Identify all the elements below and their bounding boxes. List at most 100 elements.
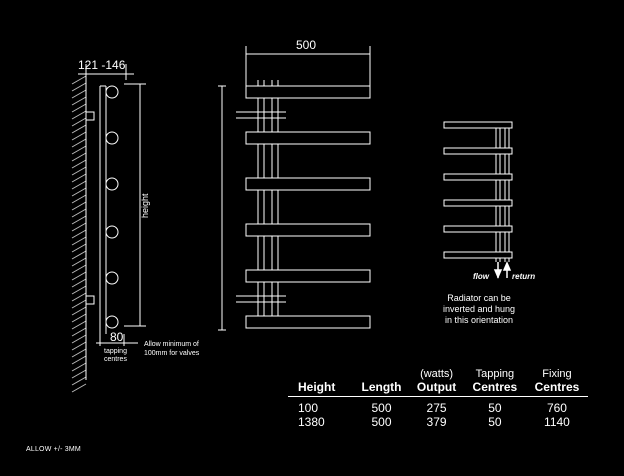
- hatch-line: [71, 369, 87, 379]
- hatch-line: [71, 334, 87, 344]
- depth-label: 121 -146: [78, 58, 126, 72]
- height-label: height: [140, 193, 150, 218]
- small-towel-bar: [443, 147, 513, 155]
- small-towel-bar: [443, 199, 513, 207]
- hatch-line: [71, 383, 87, 393]
- hatch-line: [71, 264, 87, 274]
- hatch-line: [71, 89, 87, 99]
- hatch-line: [71, 187, 87, 197]
- table-cell: 379: [426, 415, 447, 429]
- hatch-line: [71, 215, 87, 225]
- small-towel-bar: [443, 173, 513, 181]
- hatch-line: [71, 124, 87, 134]
- table-cell: 50: [488, 401, 502, 415]
- tapping-caption-2: centres: [104, 356, 127, 363]
- hatch-line: [71, 180, 87, 190]
- hatch-line: [71, 75, 87, 85]
- hatch-line: [71, 362, 87, 372]
- towel-bar: [245, 223, 371, 237]
- hatch-line: [71, 82, 87, 92]
- tapping-value: 80: [110, 330, 124, 344]
- hatch-line: [71, 229, 87, 239]
- hatch-line: [71, 327, 87, 337]
- table-cell: 1380: [298, 415, 325, 429]
- hatch-line: [71, 96, 87, 106]
- small-towel-bar: [443, 251, 513, 259]
- hatch-line: [71, 348, 87, 358]
- towel-bar: [245, 85, 371, 99]
- valve-note-line-2: 100mm for valves: [144, 350, 200, 357]
- tolerance-note: ALLOW +/- 3MM: [26, 446, 81, 453]
- orientation-note-1: Radiator can be: [447, 293, 511, 303]
- hatch-line: [71, 271, 87, 281]
- hatch-line: [71, 285, 87, 295]
- hatch-line: [71, 306, 87, 316]
- table-cell: 760: [546, 401, 567, 415]
- hatch-line: [71, 250, 87, 260]
- flow-return-arrows: [493, 261, 512, 279]
- inverted-view: flow return Radiator can be inverted and…: [443, 121, 535, 325]
- return-label: return: [512, 272, 535, 281]
- hatch-line: [71, 103, 87, 113]
- width-label: 500: [296, 38, 316, 52]
- hatch-line: [71, 173, 87, 183]
- bar-end-circle: [105, 271, 119, 285]
- small-towel-bar: [443, 121, 513, 129]
- front-pipes: [257, 80, 279, 322]
- table-divider: [288, 396, 588, 401]
- wall-hatch: [71, 75, 87, 393]
- front-view: 500: [218, 38, 371, 331]
- hatch-line: [71, 152, 87, 162]
- table-cell: 100: [298, 401, 319, 415]
- hatch-line: [71, 243, 87, 253]
- bracket-top: [85, 111, 95, 121]
- hatch-line: [71, 355, 87, 365]
- hatch-line: [71, 376, 87, 386]
- table-cell: 500: [371, 415, 392, 429]
- hatch-line: [71, 236, 87, 246]
- hatch-line: [71, 313, 87, 323]
- front-bars: [245, 85, 371, 329]
- orientation-note-3: in this orientation: [445, 315, 513, 325]
- table-cell: 1140: [544, 415, 570, 429]
- hatch-line: [71, 145, 87, 155]
- hatch-line: [71, 131, 87, 141]
- towel-bar: [245, 315, 371, 329]
- hatch-line: [71, 166, 87, 176]
- table-row: 100 500 275 50 760: [288, 401, 588, 415]
- hatch-line: [71, 320, 87, 330]
- orientation-note-2: inverted and hung: [443, 304, 515, 314]
- hatch-line: [71, 194, 87, 204]
- table-cell: 275: [426, 401, 447, 415]
- hatch-line: [71, 117, 87, 127]
- bar-end-circle: [105, 177, 119, 191]
- table-cell: 50: [488, 415, 502, 429]
- side-view: 121 -146 height 80 tapping centres Allow…: [71, 58, 200, 393]
- hatch-line: [71, 138, 87, 148]
- header-output: (watts)Output: [416, 368, 457, 394]
- bar-end-circle: [105, 131, 119, 145]
- table-cell: 500: [371, 401, 392, 415]
- header-length: Length: [361, 380, 402, 394]
- small-pipes: [495, 124, 510, 262]
- small-towel-bar: [443, 225, 513, 233]
- hatch-line: [71, 208, 87, 218]
- hatch-line: [71, 159, 87, 169]
- front-valve-markers: [236, 111, 286, 303]
- hatch-line: [71, 299, 87, 309]
- valve-note-line-1: Allow minimum of: [144, 341, 199, 348]
- hatch-line: [71, 110, 87, 120]
- hatch-line: [71, 341, 87, 351]
- hatch-line: [71, 278, 87, 288]
- side-bar-ends: [105, 85, 119, 329]
- bar-end-circle: [105, 315, 119, 329]
- towel-bar: [245, 269, 371, 283]
- hatch-line: [71, 292, 87, 302]
- bracket-bottom: [85, 295, 95, 305]
- header-height: Height: [298, 380, 336, 394]
